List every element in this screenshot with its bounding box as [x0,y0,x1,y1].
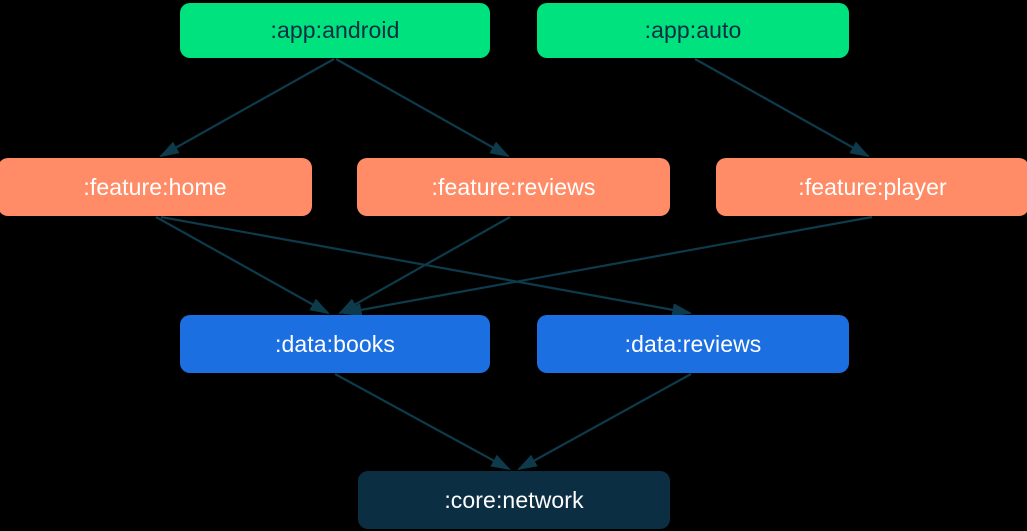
graph-node-label: :app:android [270,17,400,43]
graph-node-label: :app:auto [644,17,742,43]
graph-node-label: :feature:home [83,173,227,200]
graph-node-label: :data:books [274,330,396,357]
graph-node-core-network[interactable]: :core:network [358,471,670,529]
graph-node-data-reviews[interactable]: :data:reviews [537,315,849,373]
edge-data-books-to-core-network [334,373,511,471]
graph-node-feature-home[interactable]: :feature:home [0,158,312,216]
graph-node-label: :data:reviews [624,330,762,357]
edge-data-reviews-to-core-network [517,373,692,471]
edge-app-android-to-feature-reviews [335,58,510,158]
edges-group [155,58,873,471]
edge-feature-reviews-to-data-books [338,216,511,315]
edge-app-android-to-feature-home [159,58,335,158]
graph-node-feature-player[interactable]: :feature:player [716,158,1027,216]
edge-app-auto-to-feature-player [694,58,870,158]
graph-node-feature-reviews[interactable]: :feature:reviews [357,158,670,216]
edge-feature-home-to-data-reviews [160,215,693,317]
graph-node-data-books[interactable]: :data:books [180,315,490,373]
graph-node-label: :core:network [444,486,584,513]
graph-node-app-android[interactable]: :app:android [180,3,490,58]
graph-node-label: :feature:reviews [431,173,596,200]
graph-node-app-auto[interactable]: :app:auto [537,3,849,58]
edge-feature-home-to-data-books [155,216,330,315]
edge-feature-player-to-data-books [341,215,873,317]
graph-node-label: :feature:player [798,173,947,200]
